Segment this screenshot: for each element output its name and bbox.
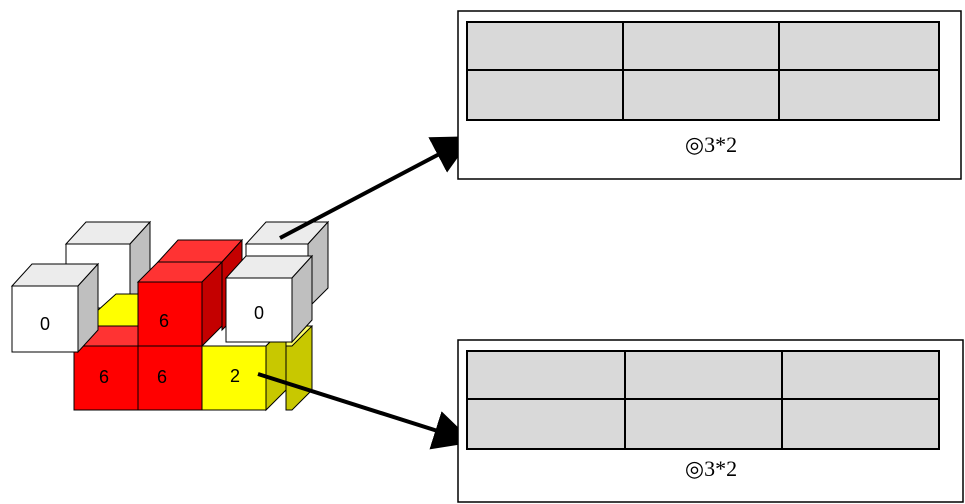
cube-label-white-left: 0: [40, 314, 50, 334]
grid-cell: [466, 21, 624, 71]
grid-cell: [781, 398, 940, 450]
cube-stack: 0 0 6 6 6 2: [10, 220, 330, 412]
arrow-to-bottom-panel: [257, 372, 474, 450]
arrow-to-top-panel: [279, 136, 474, 240]
cube-white-front-left: [10, 262, 100, 354]
grid-cell: [466, 398, 626, 450]
grid-cell: [624, 350, 783, 400]
grid-cell: [781, 350, 940, 400]
grid-cell: [622, 69, 780, 121]
cube-label-yellow-front: 2: [230, 366, 240, 386]
cube-label-red-lower-left: 6: [99, 367, 109, 387]
grid-cell: [622, 21, 780, 71]
cube-white-front-right: [224, 254, 314, 344]
cube-label-red-upper: 6: [159, 311, 169, 331]
grid-cell: [466, 350, 626, 400]
cube-label-red-lower-right: 6: [157, 367, 167, 387]
grid-cell: [778, 21, 940, 71]
cube-red-upper-front: [136, 260, 224, 348]
grid-cell: [624, 398, 783, 450]
bottom-panel: ◎3*2: [457, 339, 964, 503]
top-panel: ◎3*2: [457, 10, 962, 180]
top-panel-caption: ◎3*2: [685, 132, 737, 157]
bottom-panel-grid: [466, 350, 940, 450]
cube-label-white-right: 0: [254, 303, 264, 323]
grid-cell: [466, 69, 624, 121]
top-panel-grid: [466, 21, 940, 121]
grid-cell: [778, 69, 940, 121]
bottom-panel-caption: ◎3*2: [685, 456, 737, 481]
cube-red-lower-right: [137, 345, 203, 411]
